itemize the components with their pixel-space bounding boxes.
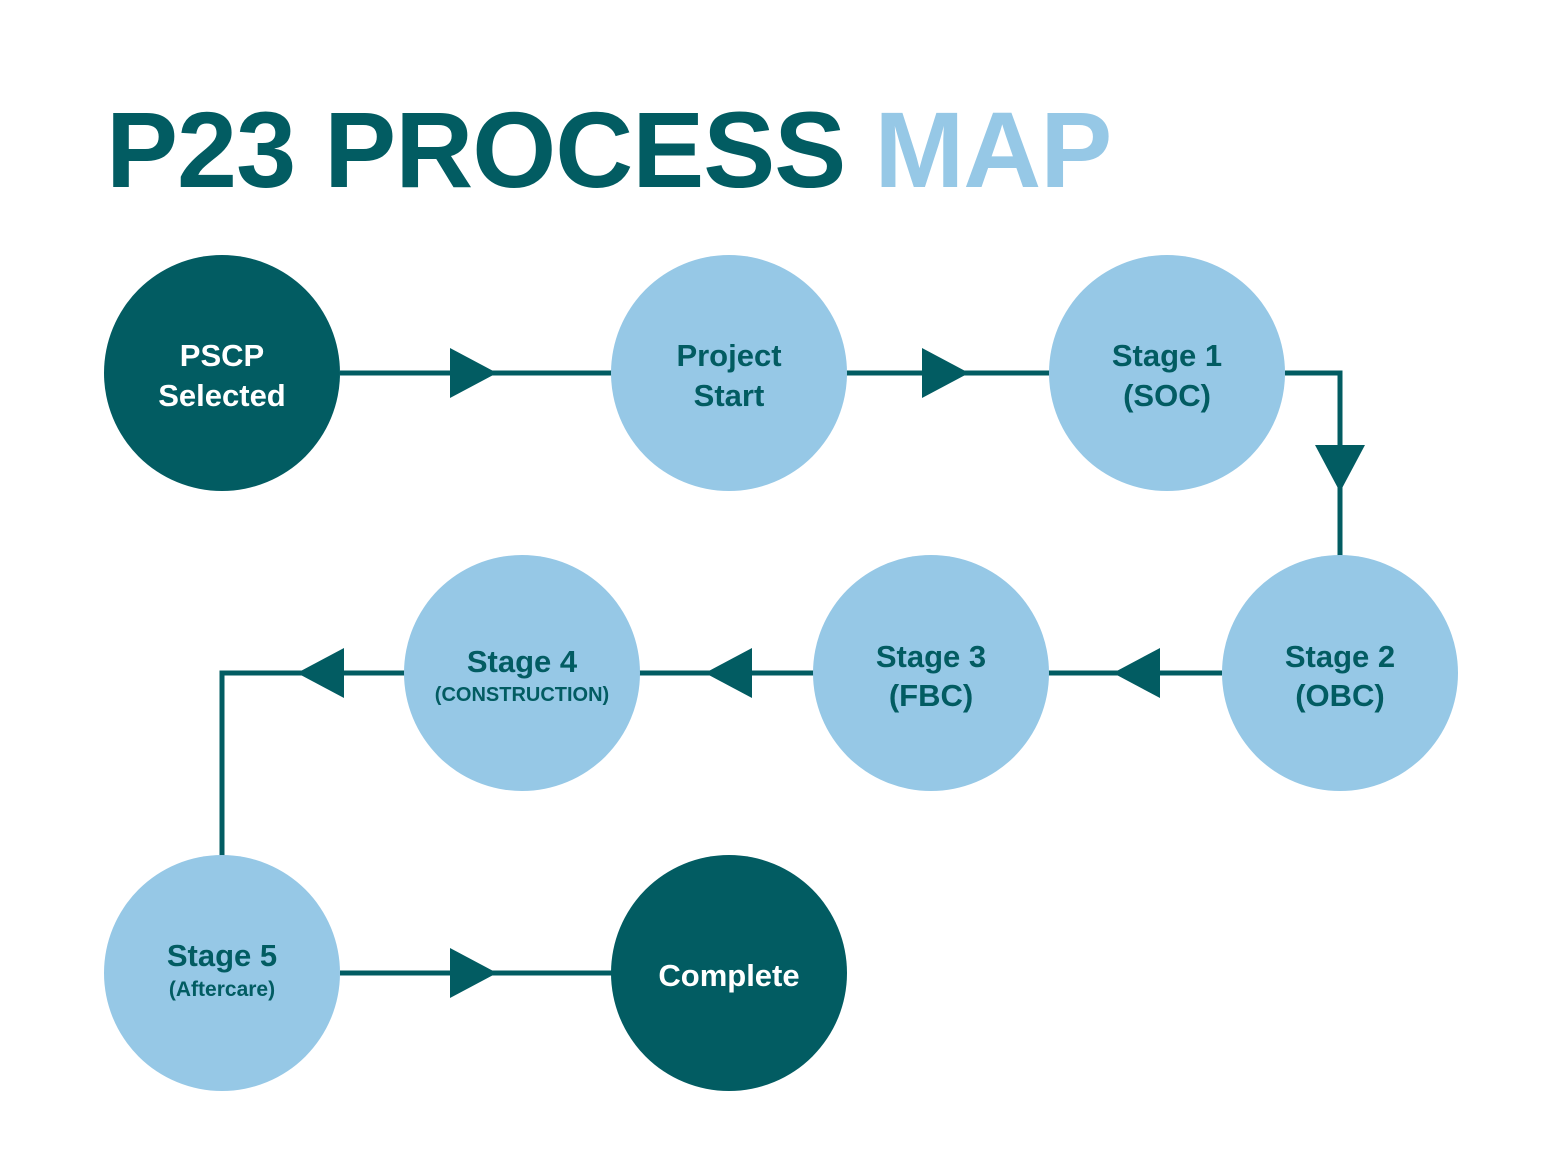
node-stage-1: Stage 1 (SOC) <box>1049 255 1285 491</box>
node-label-line2: (Aftercare) <box>169 978 275 1001</box>
arrow-right-icon <box>450 948 497 998</box>
connector-stage-1-to-stage-2 <box>1285 370 1343 556</box>
node-label-line1: Stage 4 <box>467 644 578 679</box>
page-title: P23 PROCESS MAP <box>106 96 1112 204</box>
arrow-right-icon <box>922 348 969 398</box>
node-label-line2: Selected <box>158 378 286 413</box>
node-label-line1: PSCP <box>180 338 264 373</box>
node-circle <box>104 255 340 491</box>
node-label-line2: (FBC) <box>889 678 973 713</box>
node-label-line2: (SOC) <box>1123 378 1211 413</box>
node-stage-3: Stage 3 (FBC) <box>813 555 1049 791</box>
node-stage-4: Stage 4 (CONSTRUCTION) <box>404 555 640 791</box>
node-label-line1: Stage 1 <box>1112 338 1222 373</box>
title-main: P23 PROCESS <box>106 89 846 210</box>
node-circle <box>1049 255 1285 491</box>
node-circle <box>611 255 847 491</box>
node-complete: Complete <box>611 855 847 1091</box>
node-label-line2: (CONSTRUCTION) <box>435 684 609 706</box>
node-circle <box>611 855 847 1091</box>
arrow-left-icon <box>1113 648 1160 698</box>
node-circle <box>404 555 640 791</box>
node-stage-2: Stage 2 (OBC) <box>1222 555 1458 791</box>
node-label-line1: Stage 2 <box>1285 639 1395 674</box>
node-stage-5: Stage 5 (Aftercare) <box>104 855 340 1091</box>
connector-stage-4-to-stage-5 <box>219 670 406 857</box>
arrow-left-icon <box>297 648 344 698</box>
node-label-line1: Stage 3 <box>876 639 986 674</box>
node-circle <box>1222 555 1458 791</box>
node-label-line1: Complete <box>658 958 799 993</box>
node-label-line2: Start <box>694 378 765 413</box>
arrow-left-icon <box>705 648 752 698</box>
node-project-start: Project Start <box>611 255 847 491</box>
node-label-line1: Project <box>676 338 781 373</box>
node-pscp-selected: PSCP Selected <box>104 255 340 491</box>
node-label-line2: (OBC) <box>1295 678 1385 713</box>
node-label-line1: Stage 5 <box>167 938 277 973</box>
node-circle <box>104 855 340 1091</box>
arrow-down-icon <box>1315 445 1365 492</box>
arrow-right-icon <box>450 348 497 398</box>
arrowheads <box>297 348 1365 998</box>
node-circle <box>813 555 1049 791</box>
title-accent: MAP <box>874 89 1112 210</box>
